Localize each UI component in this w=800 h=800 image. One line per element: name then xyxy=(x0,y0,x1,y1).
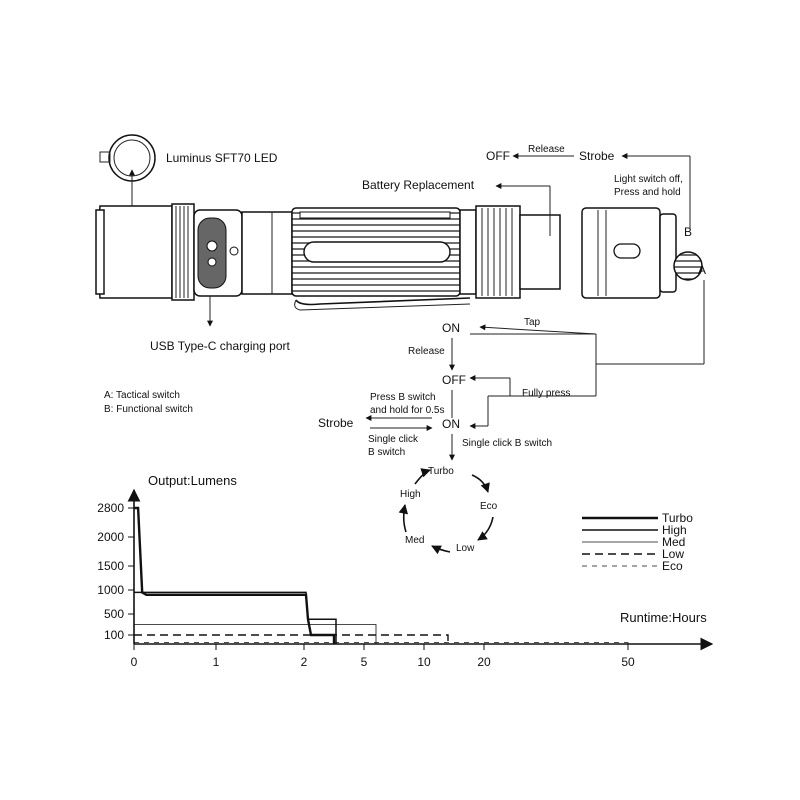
battery-label: Battery Replacement xyxy=(362,178,475,192)
light-off-label-2: Press and hold xyxy=(614,187,681,198)
cycle-arrow-2 xyxy=(477,516,494,541)
led-label: Luminus SFT70 LED xyxy=(166,151,278,165)
on-1-label: ON xyxy=(442,321,460,335)
y-tick-2800: 2800 xyxy=(97,501,124,515)
fully-press-label: Fully press xyxy=(522,388,570,399)
x-tick-5: 5 xyxy=(361,655,368,669)
x-tick-20: 20 xyxy=(477,655,491,669)
mode-med: Med xyxy=(405,535,424,546)
off-top-label: OFF xyxy=(486,149,510,163)
cycle-arrow-4 xyxy=(398,504,409,533)
legend-label-high: High xyxy=(662,523,687,537)
usb-label: USB Type-C charging port xyxy=(150,339,291,353)
y-tick-1000: 1000 xyxy=(97,583,124,597)
x-tick-50: 50 xyxy=(621,655,635,669)
off-mid-label: OFF xyxy=(442,373,466,387)
legend-tactical-switch: A: Tactical switch xyxy=(104,390,180,401)
x-tick-2: 2 xyxy=(301,655,308,669)
switch-a-mark: A xyxy=(698,263,706,277)
legend-label-med: Med xyxy=(662,535,685,549)
series-line-turbo xyxy=(134,506,336,644)
release-label: Release xyxy=(408,346,445,357)
press-b-label-2: and hold for 0.5s xyxy=(370,405,445,416)
series-line-high xyxy=(134,591,337,644)
press-b-label-1: Press B switch xyxy=(370,392,436,403)
y-tick-2000: 2000 xyxy=(97,530,124,544)
single-click-b-label: Single click B switch xyxy=(462,438,552,449)
legend-functional-switch: B: Functional switch xyxy=(104,404,193,415)
single-click-label-1: Single click xyxy=(368,434,419,445)
y-axis-label: Output:Lumens xyxy=(148,473,237,488)
strobe-left-label: Strobe xyxy=(318,416,354,430)
light-off-label-1: Light switch off, xyxy=(614,174,683,185)
tap-label: Tap xyxy=(524,317,541,328)
series-line-low xyxy=(134,634,449,644)
y-tick-500: 500 xyxy=(104,607,124,621)
mode-low: Low xyxy=(456,543,475,554)
x-tick-0: 0 xyxy=(131,655,138,669)
legend-label-eco: Eco xyxy=(662,559,683,573)
mode-cycle: Turbo Eco Low Med High xyxy=(398,466,498,555)
cycle-arrow-1 xyxy=(471,474,490,493)
x-tick-1: 1 xyxy=(213,655,220,669)
flashlight-body xyxy=(95,183,703,327)
mode-turbo: Turbo xyxy=(428,466,454,477)
x-axis-label: Runtime:Hours xyxy=(620,610,707,625)
switch-b-mark: B xyxy=(684,225,692,239)
cycle-arrow-3 xyxy=(431,545,451,555)
y-tick-1500: 1500 xyxy=(97,559,124,573)
x-tick-10: 10 xyxy=(417,655,431,669)
y-tick-100: 100 xyxy=(104,628,124,642)
release-top-label: Release xyxy=(528,144,565,155)
mode-eco: Eco xyxy=(480,501,498,512)
cycle-arrow-5 xyxy=(414,468,431,485)
series-line-eco xyxy=(134,642,629,644)
legend-label-turbo: Turbo xyxy=(662,511,693,525)
mode-high: High xyxy=(400,489,421,500)
series-line-med xyxy=(134,624,377,644)
strobe-top-label: Strobe xyxy=(579,149,615,163)
on-2-label: ON xyxy=(442,417,460,431)
runtime-chart: Output:Lumens Runtime:Hours 280020001500… xyxy=(97,473,714,669)
legend-label-low: Low xyxy=(662,547,684,561)
single-click-label-2: B switch xyxy=(368,447,405,458)
